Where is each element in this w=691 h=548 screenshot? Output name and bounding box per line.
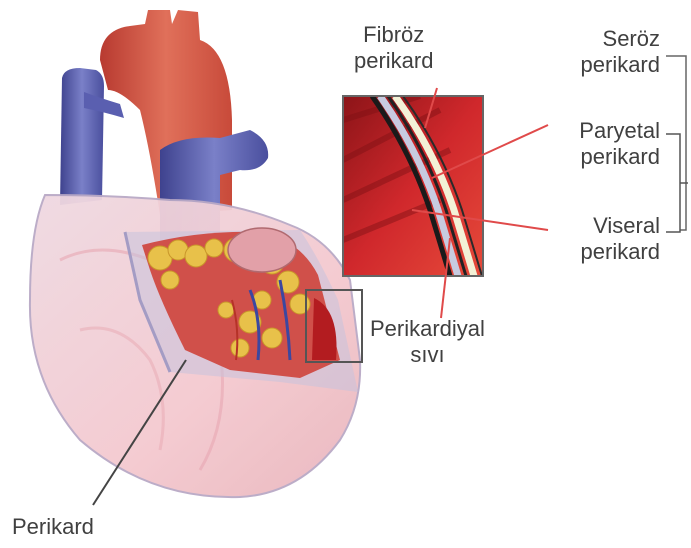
seroz-bracket — [666, 56, 686, 230]
paryetal-viseral-bracket — [666, 134, 680, 232]
paryetal-perikard-label: Paryetal perikard — [579, 118, 660, 170]
paryetal-line1: Paryetal — [579, 118, 660, 144]
perikardiyal-line1: Perikardiyal — [370, 316, 485, 342]
seroz-perikard-label: Seröz perikard — [581, 26, 660, 78]
seroz-line2: perikard — [581, 52, 660, 78]
fibroz-perikard-label: Fibröz perikard — [354, 22, 433, 74]
perikard-text: Perikard — [12, 514, 94, 540]
pericardium-layers-inset — [343, 96, 483, 276]
fibroz-line2: perikard — [354, 48, 433, 74]
seroz-line1: Seröz — [581, 26, 660, 52]
perikardiyal-line2: sıvı — [370, 342, 485, 368]
viseral-line1: Viseral — [581, 213, 660, 239]
heart-illustration — [30, 10, 360, 497]
superior-vena-cava — [60, 68, 104, 205]
paryetal-line2: perikard — [579, 144, 660, 170]
perikardiyal-sivi-label: Perikardiyal sıvı — [370, 316, 485, 368]
viseral-line2: perikard — [581, 239, 660, 265]
fibroz-line1: Fibröz — [354, 22, 433, 48]
viseral-perikard-label: Viseral perikard — [581, 213, 660, 265]
perikard-label: Perikard — [12, 514, 94, 540]
